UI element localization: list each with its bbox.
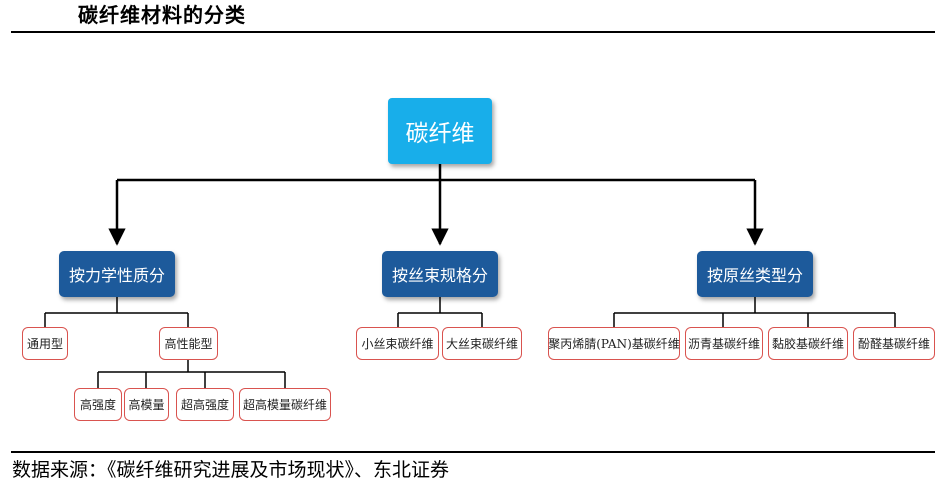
leaf-small-tow: 小丝束碳纤维 <box>356 327 439 360</box>
root-node: 碳纤维 <box>388 98 492 164</box>
leaf-general-purpose: 通用型 <box>22 327 68 360</box>
category-bundle: 按丝束规格分 <box>382 251 498 297</box>
leaf-high-performance: 高性能型 <box>159 327 218 360</box>
source-note: 数据来源：《碳纤维研究进展及市场现状》、东北证券 <box>12 459 450 481</box>
leaf-pitch-based: 沥青基碳纤维 <box>685 327 763 360</box>
category-precursor: 按原丝类型分 <box>697 251 813 297</box>
leaf-pan-based: 聚丙烯腈(PAN)基碳纤维 <box>548 327 680 360</box>
top-divider <box>11 31 935 33</box>
leaf-high-strength: 高强度 <box>74 388 122 421</box>
leaf-ultra-high-strength: 超高强度 <box>176 388 234 421</box>
leaf-high-modulus: 高模量 <box>124 388 169 421</box>
leaf-ultra-high-modulus: 超高模量碳纤维 <box>239 388 331 421</box>
leaf-rayon-based: 黏胶基碳纤维 <box>768 327 848 360</box>
category-mechanical: 按力学性质分 <box>59 251 175 297</box>
leaf-large-tow: 大丝束碳纤维 <box>442 327 522 360</box>
page-title: 碳纤维材料的分类 <box>78 3 246 27</box>
leaf-phenolic-based: 酚醛基碳纤维 <box>853 327 935 360</box>
bottom-divider <box>11 451 935 453</box>
